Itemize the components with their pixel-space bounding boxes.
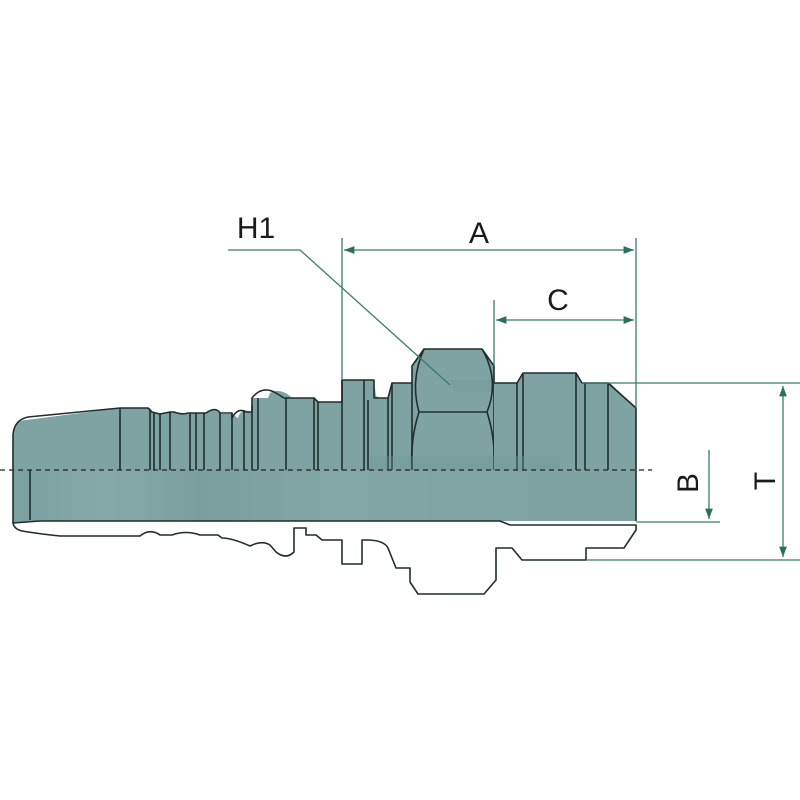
dimension-A: A — [341, 217, 637, 408]
bore-interior — [12, 470, 637, 523]
dimension-T: T — [582, 382, 800, 561]
hex-nut — [410, 348, 496, 471]
label-B: B — [672, 473, 705, 493]
label-C: C — [547, 284, 569, 317]
dimension-B: B — [636, 450, 720, 523]
label-A: A — [469, 217, 489, 250]
label-H1: H1 — [237, 212, 275, 245]
thread-end — [370, 372, 637, 470]
dimension-C: C — [493, 284, 634, 366]
label-T: T — [749, 472, 782, 490]
dimension-H1: H1 — [228, 212, 451, 386]
cross-section-hatch — [12, 520, 637, 595]
